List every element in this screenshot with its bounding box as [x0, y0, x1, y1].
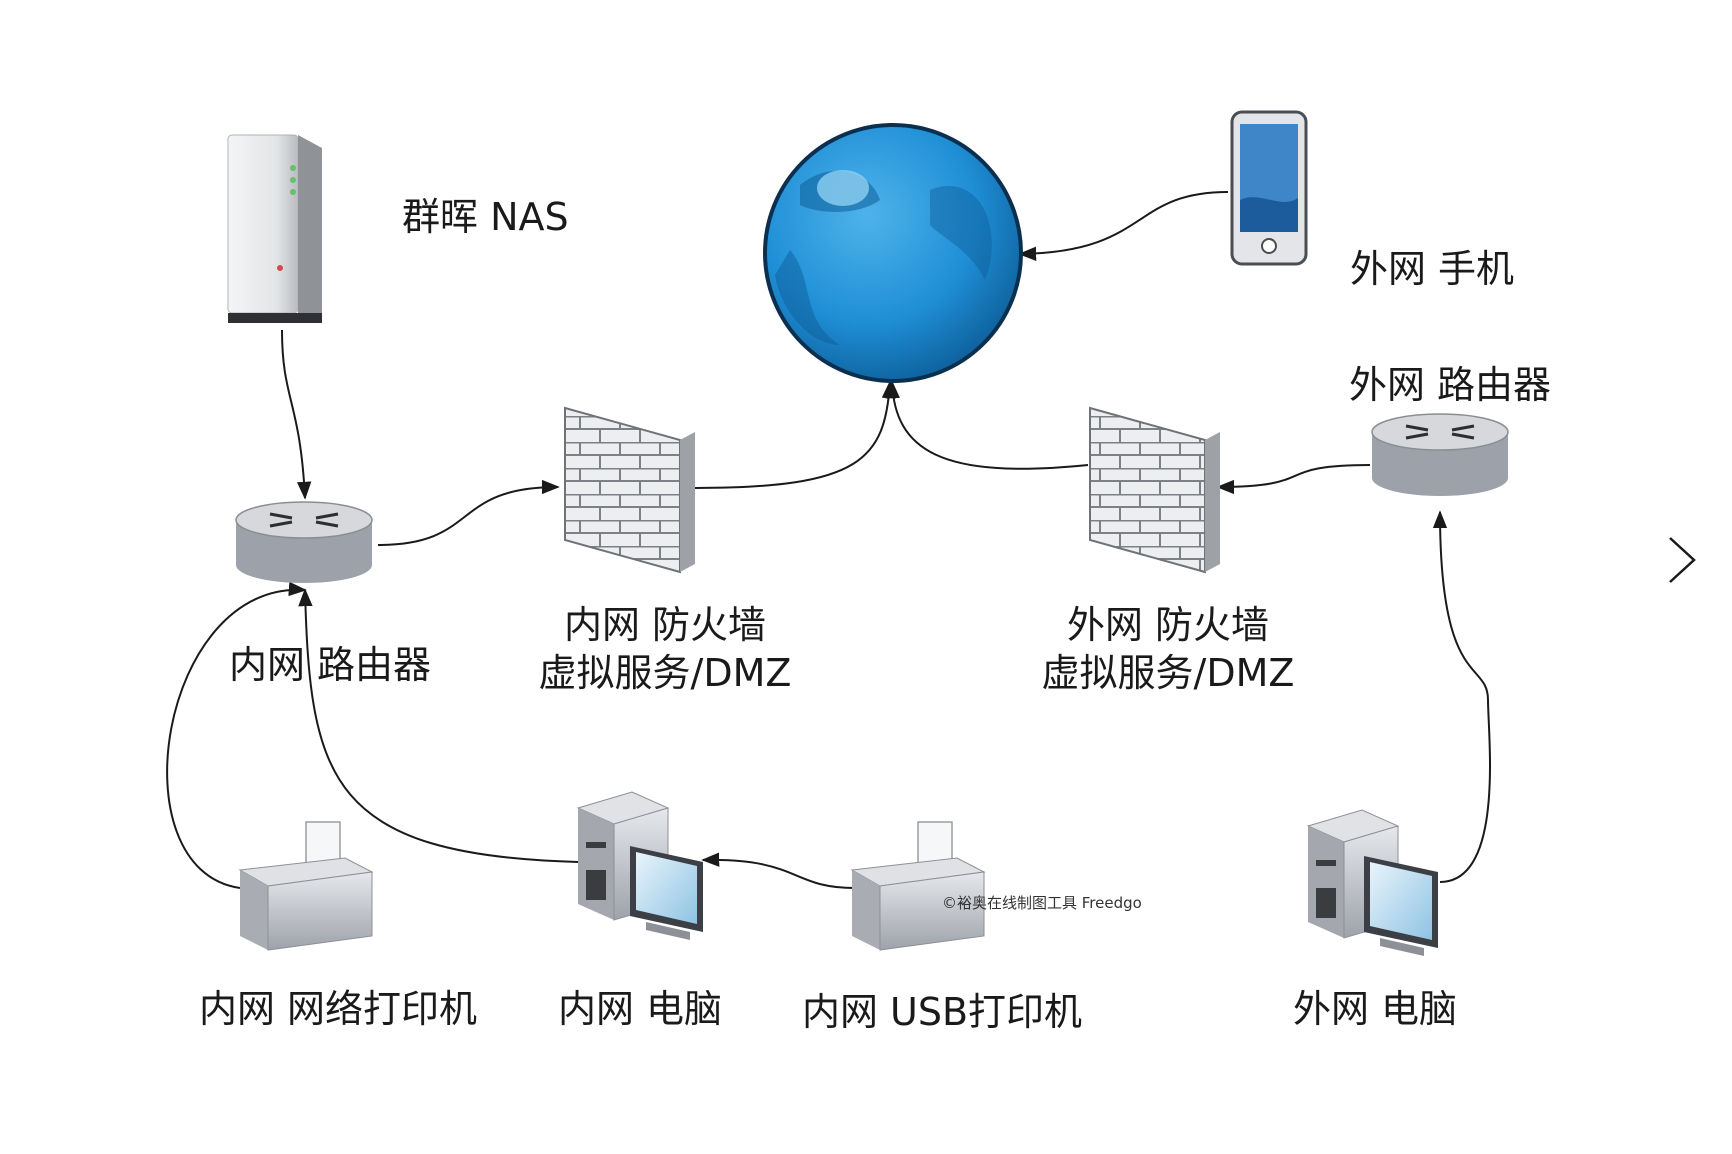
- edge-wan-pc-to-wan-router: [1432, 510, 1491, 883]
- wan-firewall-icon: [1089, 406, 1220, 574]
- edge-lan-router-to-lan-firewall: [377, 479, 560, 546]
- wan-pc-label: 外网 电脑: [1293, 987, 1457, 1031]
- lan-pc-icon: [576, 791, 703, 940]
- wan-router-icon: [1371, 413, 1509, 496]
- edge-nas-to-lan-router: [281, 329, 312, 500]
- edge-phone-to-internet: [1018, 191, 1229, 261]
- lan-router-label: 内网 路由器: [229, 643, 431, 687]
- nas-icon: [227, 134, 322, 323]
- phone-label: 外网 手机: [1350, 247, 1514, 291]
- wan-router-label: 外网 路由器: [1349, 363, 1551, 407]
- edge-wan-firewall-to-internet: [885, 380, 1089, 470]
- phone-icon: [1230, 110, 1308, 266]
- lan-firewall-label-line1: 内网 防火墙: [564, 603, 766, 647]
- lan-network-printer-label: 内网 网络打印机: [199, 987, 477, 1031]
- edge-lan-net-printer-to-lan-router: [166, 581, 307, 889]
- internet-globe-icon: [763, 123, 1023, 383]
- lan-pc-label: 内网 电脑: [558, 987, 722, 1031]
- nas-label: 群晖 NAS: [402, 195, 569, 239]
- wan-pc-icon: [1306, 809, 1438, 956]
- connectors: [166, 191, 1491, 889]
- lan-firewall-icon: [564, 406, 695, 574]
- lan-firewall-label-line2: 虚拟服务/DMZ: [539, 651, 792, 695]
- chevron-right-icon: [1669, 537, 1696, 583]
- edge-lan-firewall-to-internet: [694, 380, 897, 489]
- wan-firewall-label-line2: 虚拟服务/DMZ: [1042, 651, 1295, 695]
- next-slide-button[interactable]: [1650, 520, 1700, 600]
- edge-wan-router-to-wan-firewall: [1216, 464, 1371, 495]
- lan-network-printer-icon: [238, 821, 374, 951]
- wan-firewall-label-line1: 外网 防火墙: [1067, 603, 1269, 647]
- edge-lan-pc-to-lan-router: [298, 588, 579, 863]
- lan-usb-printer-label: 内网 USB打印机: [802, 990, 1082, 1034]
- lan-router-icon: [235, 501, 373, 583]
- watermark-text: ©裕奥在线制图工具 Freedgo: [942, 894, 1142, 912]
- lan-usb-printer-icon: [850, 821, 986, 951]
- edge-lan-usb-printer-to-lan-pc: [701, 852, 856, 889]
